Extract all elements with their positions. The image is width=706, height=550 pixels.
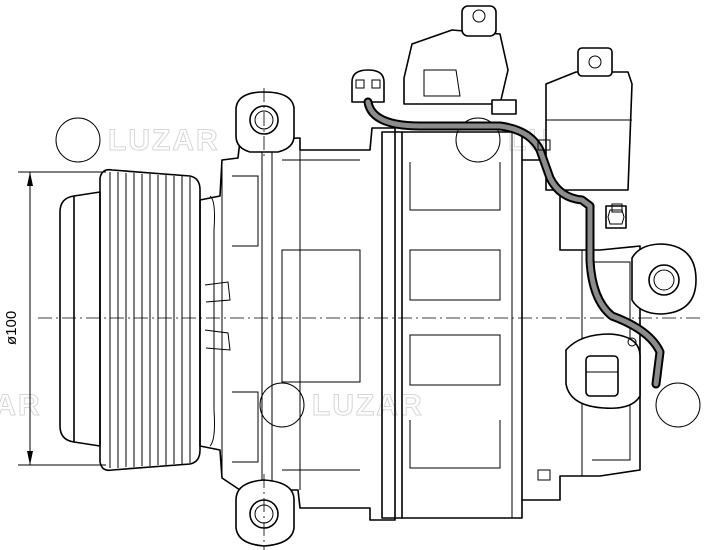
mount-ear-bottom [235, 474, 295, 550]
watermark-logo-bottom-right [655, 382, 701, 428]
wiring-harness [363, 97, 665, 389]
watermark-brand-text: LUZAR [312, 389, 424, 422]
front-housing [199, 127, 396, 521]
watermark-logo-top-left: LUZAR [55, 117, 220, 163]
pulley-grooves [109, 172, 191, 468]
connector-top [351, 69, 385, 103]
electrical-connector [565, 333, 641, 410]
watermark-brand-text: LUZAR [0, 389, 42, 422]
diameter-label: ø100 [3, 311, 20, 345]
pressure-sensor-fitting [545, 47, 633, 229]
watermark-logo-bottom-left: LUZAR [0, 389, 42, 423]
pulley [99, 168, 201, 472]
control-valve-top [403, 5, 517, 115]
watermark-logo-bottom-center: LUZAR [259, 382, 424, 428]
fasteners [537, 139, 623, 481]
diameter-dimension: ø100 [3, 171, 106, 466]
watermark-brand-text: LUZAR [108, 124, 220, 157]
mount-ear-rear [631, 243, 697, 315]
clutch-hub [59, 191, 101, 447]
mount-ear-top [235, 88, 295, 160]
